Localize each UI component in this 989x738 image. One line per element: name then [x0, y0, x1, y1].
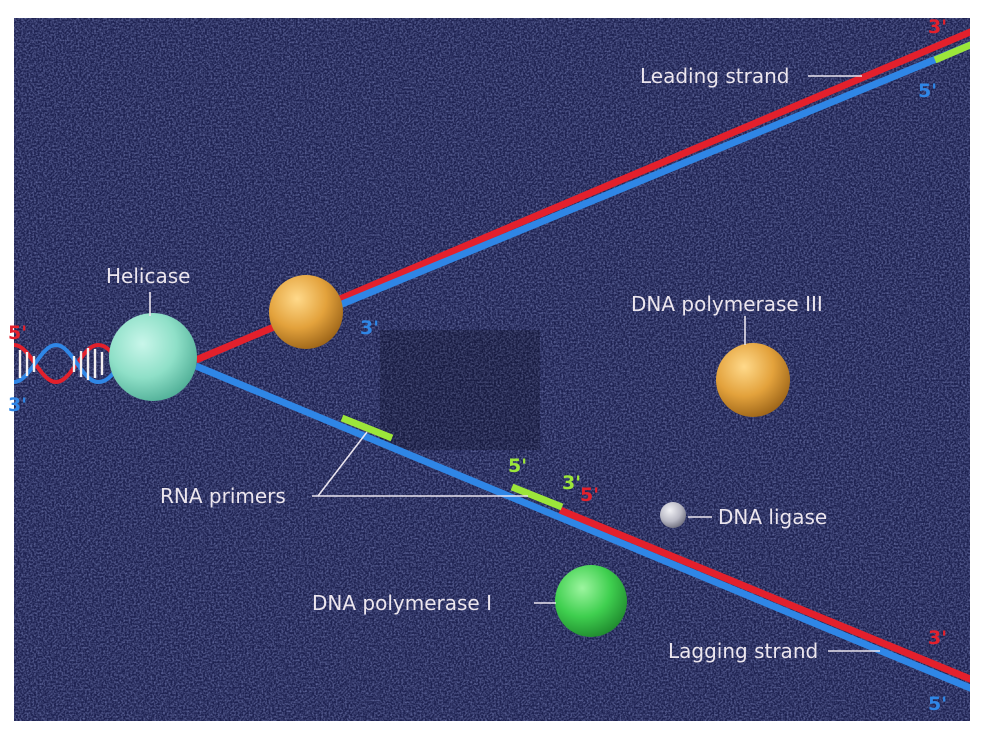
- lagging-strand: [194, 362, 970, 692]
- leading-strand-label: Leading strand: [640, 64, 789, 88]
- dna-polymerase-iii-sphere: [716, 343, 790, 417]
- rna-primer-1: [340, 414, 394, 442]
- leader-lines: [149, 75, 880, 652]
- fragment-5-prime: 5': [580, 484, 599, 506]
- lagging-bottom-5-prime: 5': [928, 693, 947, 715]
- rna-primers-label: RNA primers: [160, 484, 286, 508]
- lagging-bottom-3-prime: 3': [928, 627, 947, 649]
- helicase-label: Helicase: [106, 264, 190, 288]
- rna-primer-2: [510, 483, 564, 511]
- leading-top-3-prime: 3': [928, 16, 947, 38]
- leading-new-3-prime: 3': [360, 317, 379, 339]
- lagging-strand-label: Lagging strand: [668, 639, 818, 663]
- parent-left-5-prime: 5': [8, 322, 27, 344]
- helicase-sphere: [109, 313, 197, 401]
- leading-rna-primer: [933, 41, 970, 64]
- leading-bottom-5-prime: 5': [918, 80, 937, 102]
- dna-ligase-sphere: [660, 502, 686, 528]
- okazaki-fragment: [558, 506, 970, 683]
- lagging-template-strand: [194, 362, 970, 692]
- primer-3-prime: 3': [562, 472, 581, 494]
- primer-5-prime: 5': [508, 455, 527, 477]
- dna-ligase-label: DNA ligase: [718, 505, 827, 529]
- dna-polymerase-iii-leading-sphere: [269, 275, 343, 349]
- dna-polymerase-i-sphere: [555, 565, 627, 637]
- parent-left-3-prime: 3': [8, 394, 27, 416]
- dna-polymerase-iii-label: DNA polymerase III: [631, 292, 823, 316]
- leading-new-strand: [328, 41, 970, 313]
- dna-polymerase-i-label: DNA polymerase I: [312, 591, 492, 615]
- dark-patch: [380, 330, 540, 450]
